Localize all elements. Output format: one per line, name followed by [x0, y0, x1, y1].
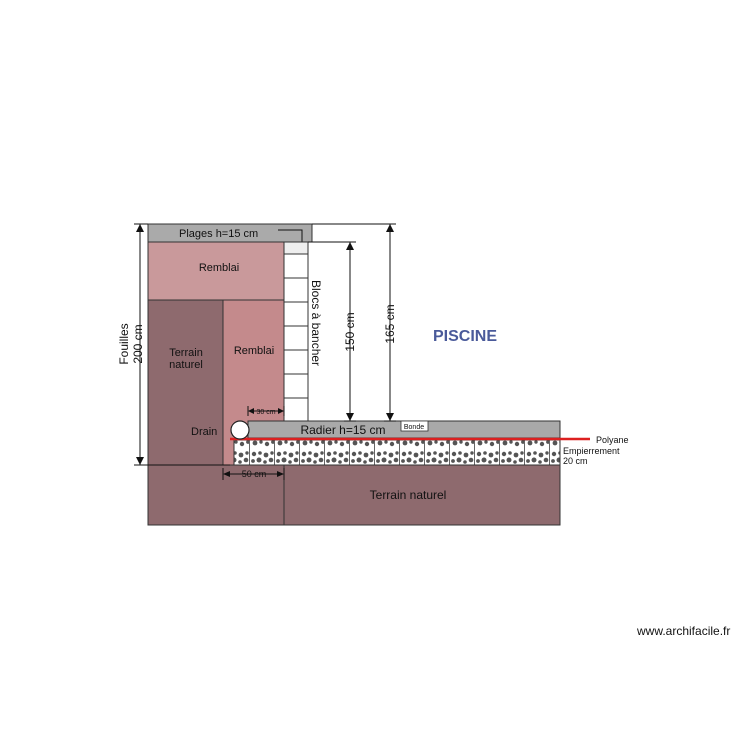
plages-label: Plages h=15 cm	[179, 228, 258, 240]
terrain-naturel-bottom-label: Terrain naturel	[370, 488, 447, 502]
plages-slab	[147, 223, 313, 243]
bonde-box	[400, 420, 429, 432]
bonde-label: Bonde	[404, 424, 424, 431]
remblai-top-label: Remblai	[199, 262, 239, 274]
empierrement-label-2: 20 cm	[563, 456, 588, 466]
terrain-naturel-under-remblai	[147, 464, 285, 526]
remblai-top	[147, 241, 285, 301]
terrain-naturel-left-label-1: Terrain	[169, 347, 203, 359]
drain-pipe	[230, 420, 250, 440]
polyane-label: Polyane	[596, 435, 629, 445]
drain-label: Drain	[191, 426, 217, 438]
dim-arrows	[136, 224, 394, 477]
fouilles-label-1: Fouilles	[117, 323, 131, 364]
dim-30-label: 30 cm	[256, 409, 275, 416]
fouilles-label-2: 200 cm	[131, 324, 145, 363]
dim-50-label: 50 cm	[242, 469, 267, 479]
dim-150-label: 150 cm	[343, 312, 357, 351]
website-label: www.archifacile.fr	[636, 624, 730, 638]
piscine-label: PISCINE	[433, 328, 497, 345]
empierrement-label-1: Empierrement	[563, 446, 620, 456]
blocs-label: Blocs à bancher	[309, 280, 323, 366]
dim-165-label: 165 cm	[383, 304, 397, 343]
empierrement-layer	[233, 439, 561, 466]
plages-leader	[278, 229, 303, 242]
radier-label: Radier h=15 cm	[300, 423, 385, 437]
blocs-a-bancher	[283, 241, 309, 422]
remblai-mid-label: Remblai	[234, 345, 274, 357]
terrain-naturel-left-label-2: naturel	[169, 359, 203, 371]
